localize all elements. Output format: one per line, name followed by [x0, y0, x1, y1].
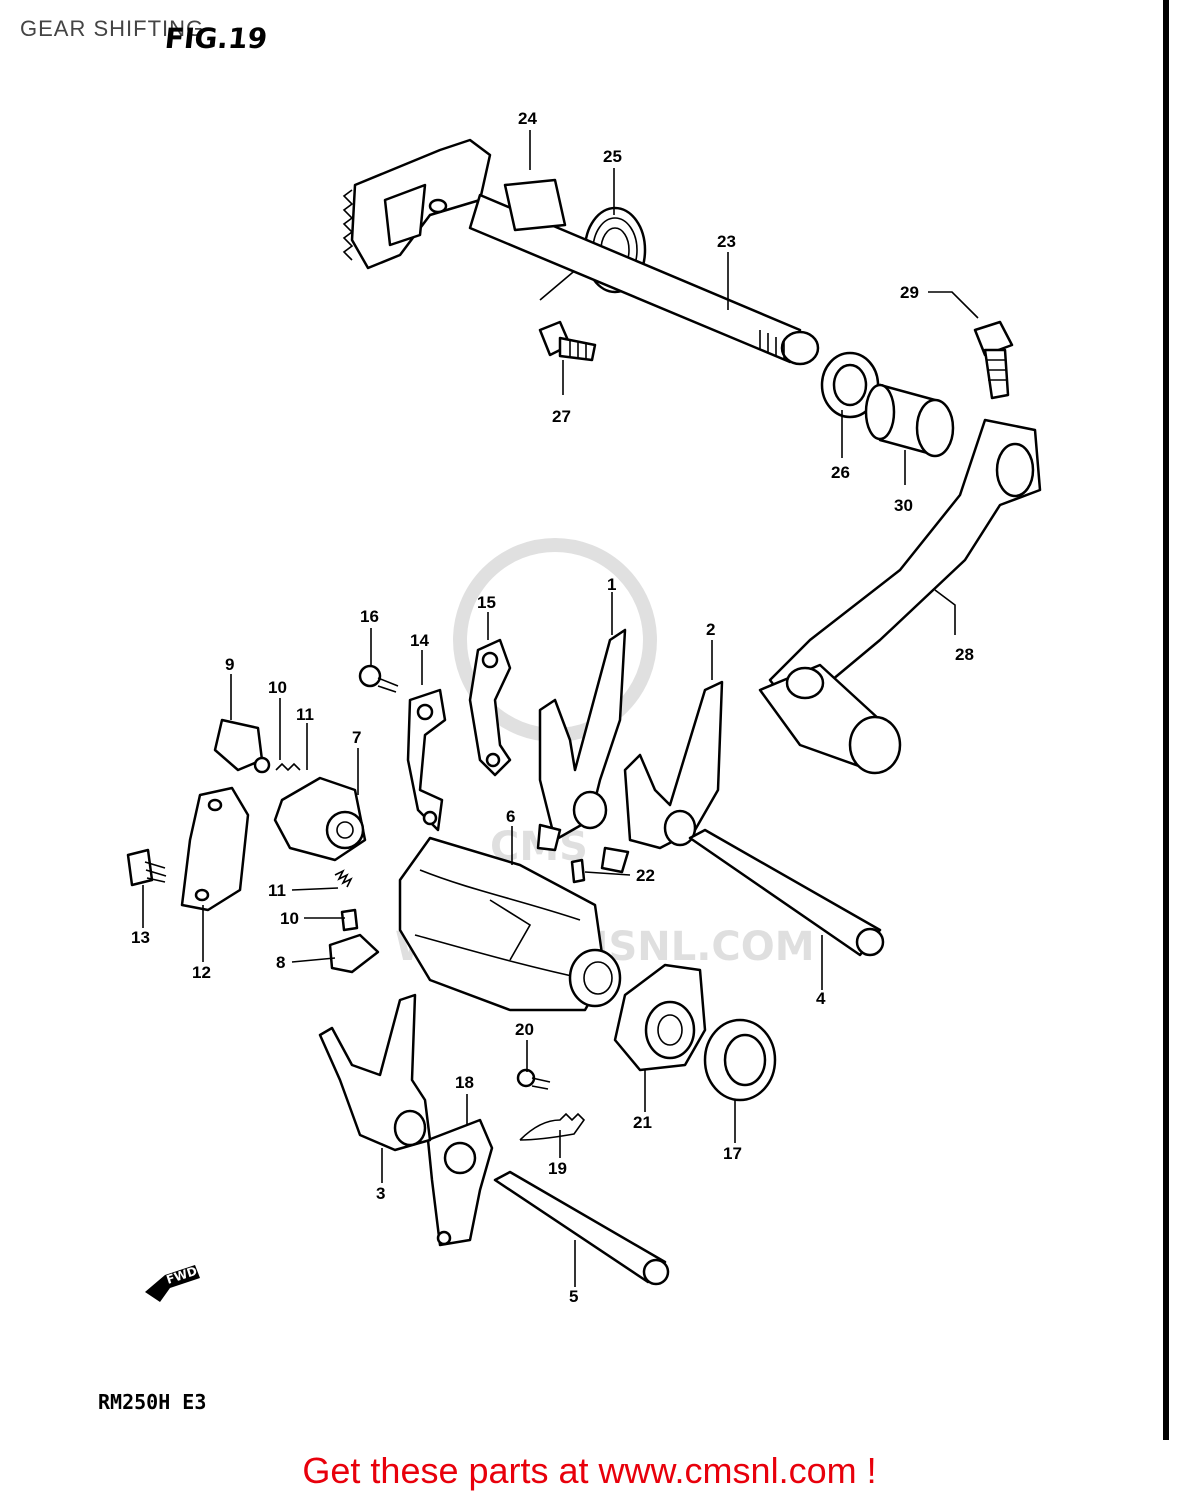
callout-17: 17 — [723, 1144, 742, 1163]
callout-8: 8 — [276, 953, 285, 972]
callout-16: 16 — [360, 607, 379, 626]
callout-7: 7 — [352, 728, 361, 747]
part-11-spring-upper — [275, 762, 301, 772]
callout-27: 27 — [552, 407, 571, 426]
page-border — [1163, 0, 1169, 1440]
callout-23: 23 — [717, 232, 736, 251]
callout-20: 20 — [515, 1020, 534, 1039]
part-5-fork-shaft — [493, 1170, 670, 1286]
callout-14: 14 — [410, 631, 429, 650]
part-11-spring-lower — [334, 869, 353, 888]
callout-11-upper: 11 — [296, 705, 314, 724]
callout-25: 25 — [603, 147, 622, 166]
callout-3: 3 — [376, 1184, 385, 1203]
part-17-bearing — [703, 1018, 777, 1102]
callout-10-upper: 10 — [268, 678, 287, 697]
footer-link[interactable]: Get these parts at www.cmsnl.com ! — [302, 1450, 877, 1491]
callout-15: 15 — [477, 593, 496, 612]
part-29-bolt — [973, 320, 1014, 400]
callout-28: 28 — [955, 645, 974, 664]
part-24-gear-sector — [342, 138, 492, 270]
callout-1: 1 — [607, 575, 616, 594]
part-12-guide-plate — [180, 786, 250, 912]
callout-5: 5 — [569, 1287, 578, 1306]
callout-22: 22 — [636, 866, 655, 885]
callout-26: 26 — [831, 463, 850, 482]
callout-4: 4 — [816, 989, 826, 1008]
callout-24: 24 — [518, 109, 537, 128]
part-27-bolt — [538, 320, 597, 362]
part-10-pin-upper — [253, 756, 271, 774]
callout-12: 12 — [192, 963, 211, 982]
part-28-shift-lever — [758, 418, 1042, 775]
callout-2: 2 — [706, 620, 715, 639]
part-15-pawl — [468, 638, 512, 777]
callout-21: 21 — [633, 1113, 652, 1132]
callout-10-lower: 10 — [280, 909, 299, 928]
part-4-fork-shaft — [688, 828, 885, 957]
part-10-pin-lower — [340, 908, 359, 932]
part-1-shift-fork — [536, 628, 627, 852]
part-13-bolt — [126, 848, 167, 887]
part-19-spring — [519, 1112, 586, 1141]
callout-13: 13 — [131, 928, 150, 947]
callout-11-lower: 11 — [268, 881, 286, 900]
part-23-shift-shaft — [468, 178, 820, 366]
callout-29: 29 — [900, 283, 919, 302]
callout-19: 19 — [548, 1159, 567, 1178]
part-22-pin — [570, 858, 586, 884]
leader-lines — [142, 130, 979, 1287]
callout-30: 30 — [894, 496, 913, 515]
part-21-cam — [613, 963, 707, 1072]
part-3-shift-fork — [318, 993, 432, 1152]
part-14-pawl — [406, 688, 447, 832]
callout-18: 18 — [455, 1073, 474, 1092]
exploded-view-diagram: CMS WWW.CMSNL.COM — [126, 109, 1042, 1306]
callout-9: 9 — [225, 655, 234, 674]
part-2-shift-fork — [600, 680, 724, 874]
part-9-pawl-lifter — [213, 718, 264, 772]
fwd-arrow-icon: FWD — [145, 1264, 200, 1302]
part-6-shift-drum — [398, 836, 622, 1012]
part-8-stopper — [328, 933, 380, 974]
part-18-cam-stopper — [426, 1118, 494, 1247]
part-30-spacer — [864, 383, 955, 458]
page-title: GEAR SHIFTING — [20, 16, 205, 41]
part-16-screw — [358, 664, 399, 693]
part-26-oil-seal — [820, 351, 880, 419]
part-7-cam-guide — [273, 776, 367, 862]
part-20-screw — [516, 1068, 551, 1090]
model-code: RM250H E3 — [98, 1390, 207, 1414]
callout-6: 6 — [506, 807, 515, 826]
callout-labels: 24 25 23 29 27 26 30 1 15 16 2 14 28 9 1… — [131, 109, 974, 1306]
